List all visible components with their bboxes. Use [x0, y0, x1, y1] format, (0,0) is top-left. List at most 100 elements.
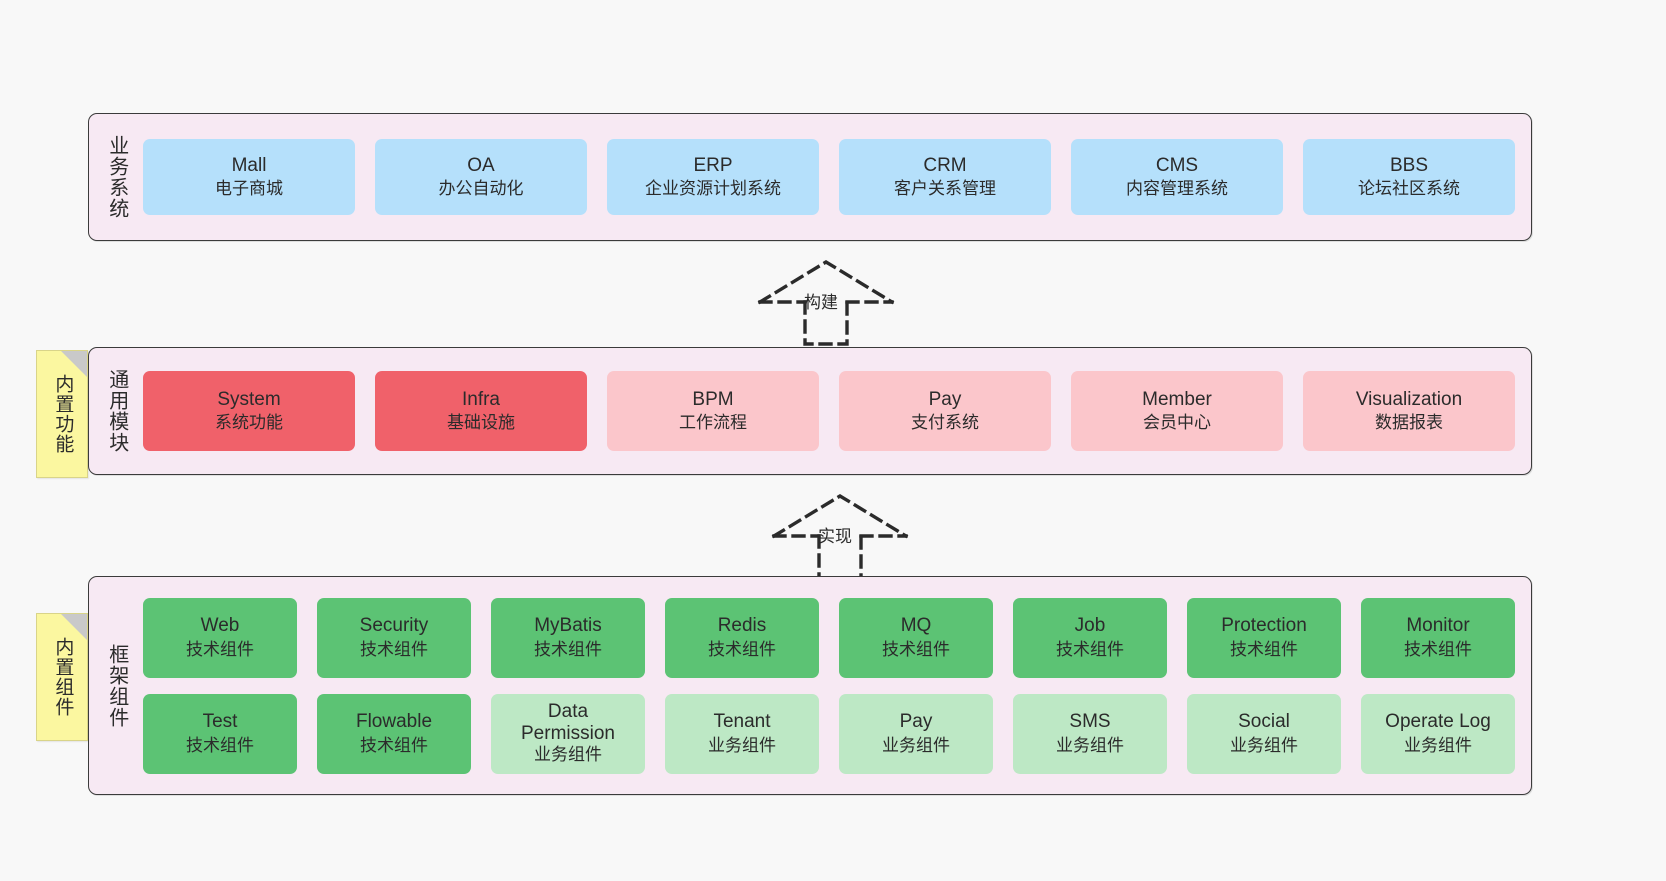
node-subtitle: 支付系统	[911, 413, 979, 433]
node-bpm[interactable]: BPM 工作流程	[607, 371, 819, 451]
node-system[interactable]: System 系统功能	[143, 371, 355, 451]
note-built-in-component: 内置组件	[36, 613, 88, 741]
layer-business-system: 业务系统 Mall 电子商城 OA 办公自动化 ERP 企业资源计划系统 CRM…	[88, 113, 1532, 241]
node-subtitle: 系统功能	[215, 413, 283, 433]
node-title: System	[217, 388, 281, 410]
node-title: BPM	[692, 388, 734, 410]
node-operate-log[interactable]: Operate Log 业务组件	[1361, 693, 1515, 774]
node-subtitle: 技术组件	[1230, 639, 1298, 659]
node-title: Data Permission	[521, 700, 615, 744]
node-oa[interactable]: OA 办公自动化	[375, 139, 587, 215]
node-crm[interactable]: CRM 客户关系管理	[839, 139, 1051, 215]
node-social[interactable]: Social 业务组件	[1187, 693, 1341, 774]
node-subtitle: 技术组件	[1404, 639, 1472, 659]
node-security[interactable]: Security 技术组件	[317, 597, 471, 678]
node-subtitle: 办公自动化	[438, 179, 524, 199]
node-title: CMS	[1155, 154, 1199, 176]
note-fold-corner-icon	[61, 614, 87, 640]
node-title: OA	[467, 154, 495, 176]
node-test[interactable]: Test 技术组件	[143, 693, 297, 774]
node-tenant[interactable]: Tenant 业务组件	[665, 693, 819, 774]
node-subtitle: 业务组件	[1230, 735, 1298, 755]
layer-title-framework-component: 框架组件	[105, 643, 128, 728]
node-subtitle: 技术组件	[534, 639, 602, 659]
layer-body-framework-component: Web 技术组件 Security 技术组件 MyBatis 技术组件 Redi…	[143, 577, 1531, 794]
node-subtitle: 技术组件	[186, 735, 254, 755]
node-subtitle: 电子商城	[215, 179, 283, 199]
connector-implement: 实现	[771, 492, 912, 580]
layer-row: Web 技术组件 Security 技术组件 MyBatis 技术组件 Redi…	[143, 597, 1515, 678]
node-data-permission[interactable]: Data Permission 业务组件	[491, 693, 645, 774]
node-title: ERP	[693, 154, 733, 176]
node-subtitle: 论坛社区系统	[1358, 179, 1460, 199]
arrowhead-up-icon	[757, 260, 895, 305]
node-pay-component[interactable]: Pay 业务组件	[839, 693, 993, 774]
node-member[interactable]: Member 会员中心	[1071, 371, 1283, 451]
layer-row: Test 技术组件 Flowable 技术组件 Data Permission …	[143, 693, 1515, 774]
node-infra[interactable]: Infra 基础设施	[375, 371, 587, 451]
layer-row: System 系统功能 Infra 基础设施 BPM 工作流程 Pay 支付系统…	[143, 371, 1515, 451]
connector-label-build: 构建	[804, 293, 838, 312]
layer-title-common-module: 通用模块	[105, 369, 128, 453]
layer-common-module: 通用模块 System 系统功能 Infra 基础设施 BPM 工作流程 Pay…	[88, 347, 1532, 475]
node-title: Test	[202, 711, 238, 733]
node-title: MyBatis	[534, 615, 602, 637]
node-title: Security	[359, 615, 429, 637]
connector-build: 构建	[757, 258, 898, 346]
node-bbs[interactable]: BBS 论坛社区系统	[1303, 139, 1515, 215]
node-title: Flowable	[355, 711, 433, 733]
note-label: 内置组件	[52, 637, 74, 717]
node-subtitle: 内容管理系统	[1126, 179, 1228, 199]
node-title: MQ	[900, 615, 932, 637]
node-subtitle: 企业资源计划系统	[645, 179, 781, 199]
node-title: Protection	[1221, 615, 1307, 637]
node-title: Pay	[899, 711, 933, 733]
node-title: Web	[200, 615, 240, 637]
connector-label-implement: 实现	[818, 527, 852, 546]
node-subtitle: 技术组件	[360, 735, 428, 755]
arrowhead-up-icon	[771, 494, 909, 539]
node-mq[interactable]: MQ 技术组件	[839, 597, 993, 678]
node-title: Member	[1142, 388, 1212, 410]
node-subtitle: 工作流程	[679, 413, 747, 433]
node-visualization[interactable]: Visualization 数据报表	[1303, 371, 1515, 451]
layer-title-business-system: 业务系统	[105, 135, 128, 219]
node-pay-module[interactable]: Pay 支付系统	[839, 371, 1051, 451]
node-subtitle: 技术组件	[360, 639, 428, 659]
layer-body-business-system: Mall 电子商城 OA 办公自动化 ERP 企业资源计划系统 CRM 客户关系…	[143, 114, 1531, 240]
node-sms[interactable]: SMS 业务组件	[1013, 693, 1167, 774]
node-title: Mall	[231, 154, 267, 176]
node-title: Operate Log	[1385, 711, 1491, 733]
node-web[interactable]: Web 技术组件	[143, 597, 297, 678]
node-subtitle: 基础设施	[447, 413, 515, 433]
node-subtitle: 业务组件	[1056, 735, 1124, 755]
node-title: Tenant	[713, 711, 771, 733]
node-job[interactable]: Job 技术组件	[1013, 597, 1167, 678]
node-erp[interactable]: ERP 企业资源计划系统	[607, 139, 819, 215]
node-title: Social	[1238, 711, 1290, 733]
node-subtitle: 业务组件	[708, 735, 776, 755]
node-redis[interactable]: Redis 技术组件	[665, 597, 819, 678]
node-title: BBS	[1389, 154, 1429, 176]
node-subtitle: 技术组件	[1056, 639, 1124, 659]
node-subtitle: 业务组件	[1404, 735, 1472, 755]
note-built-in-function: 内置功能	[36, 350, 88, 478]
node-flowable[interactable]: Flowable 技术组件	[317, 693, 471, 774]
node-subtitle: 客户关系管理	[894, 179, 996, 199]
node-mybatis[interactable]: MyBatis 技术组件	[491, 597, 645, 678]
node-subtitle: 业务组件	[534, 745, 602, 765]
node-subtitle: 技术组件	[882, 639, 950, 659]
node-subtitle: 技术组件	[186, 639, 254, 659]
node-protection[interactable]: Protection 技术组件	[1187, 597, 1341, 678]
layer-body-common-module: System 系统功能 Infra 基础设施 BPM 工作流程 Pay 支付系统…	[143, 348, 1531, 474]
node-title: CRM	[923, 154, 967, 176]
node-cms[interactable]: CMS 内容管理系统	[1071, 139, 1283, 215]
node-title: Infra	[461, 388, 501, 410]
node-mall[interactable]: Mall 电子商城	[143, 139, 355, 215]
node-subtitle: 技术组件	[708, 639, 776, 659]
node-monitor[interactable]: Monitor 技术组件	[1361, 597, 1515, 678]
note-label: 内置功能	[52, 374, 74, 454]
node-title: Visualization	[1355, 388, 1463, 410]
node-title: Monitor	[1406, 615, 1470, 637]
